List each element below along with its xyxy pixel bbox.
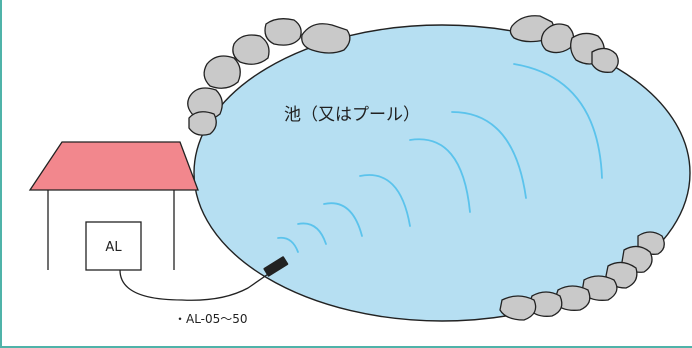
pond-label: 池（又はプール） <box>284 105 420 125</box>
sensor-cable <box>119 269 275 301</box>
rock-icon <box>527 291 563 317</box>
al-device-label: AL <box>105 240 122 255</box>
house-roof <box>28 141 199 191</box>
wave-icon <box>409 138 471 213</box>
rock-icon <box>540 23 575 54</box>
wave-icon <box>323 202 363 237</box>
sensor-label: ・AL-05～50 <box>174 312 248 326</box>
wave-icon <box>451 111 527 199</box>
rock-icon <box>264 18 302 46</box>
rock-icon <box>232 34 270 65</box>
al-device-box <box>85 221 142 271</box>
wave-icon <box>359 174 411 227</box>
rock-icon <box>553 285 591 311</box>
wave-arcs <box>277 63 603 253</box>
rocks-top-left <box>187 18 351 136</box>
rock-icon <box>187 87 223 121</box>
wave-icon <box>277 236 299 253</box>
rocks-top-right <box>509 15 619 73</box>
rock-icon <box>301 23 351 54</box>
rocks-bottom-right <box>499 231 665 321</box>
rock-icon <box>591 47 619 73</box>
wave-icon <box>297 222 327 245</box>
rock-icon <box>203 55 241 89</box>
pond <box>193 24 691 322</box>
rock-icon <box>499 295 537 321</box>
sensor-icon <box>263 256 289 277</box>
house-icon: AL <box>28 141 199 271</box>
wave-icon <box>513 63 603 179</box>
rock-icon <box>188 111 217 136</box>
